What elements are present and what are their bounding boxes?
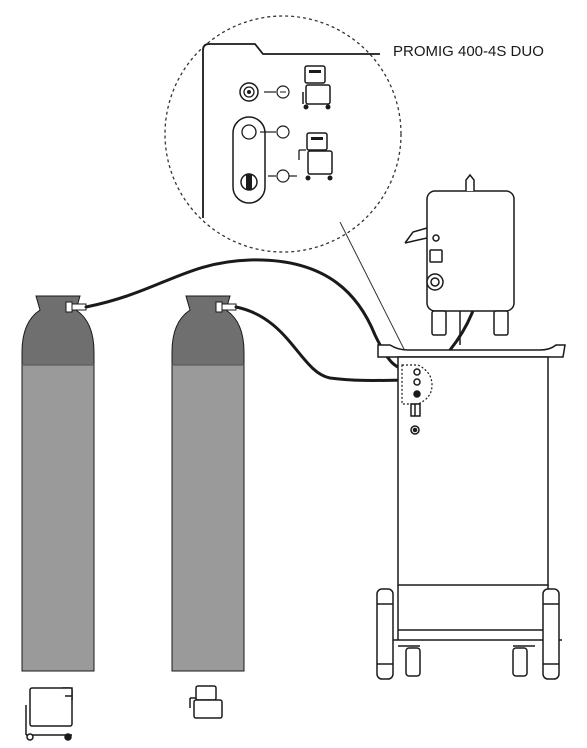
- gas-inlet-connector-icon: [239, 82, 259, 102]
- wire-feeder-icon: [298, 132, 333, 181]
- cart-wheel-right: [542, 588, 560, 680]
- connection-panel-icon: [232, 116, 266, 204]
- detail-callout: [164, 15, 413, 366]
- hose-left-cylinder: [84, 258, 414, 372]
- gas-cylinder-left-icon: [21, 295, 95, 672]
- gas-bottle-small-icon: [276, 85, 290, 99]
- wire-feeder-unit: [404, 173, 515, 345]
- cart-handle: [377, 344, 566, 358]
- welding-unit-with-cart-icon: [302, 65, 331, 110]
- gas-cylinder-right-icon: [171, 295, 245, 672]
- cart-unit-icon: [25, 687, 73, 741]
- feeder-unit-icon: [189, 685, 223, 719]
- welding-machine-cart: [376, 173, 566, 680]
- cart-wheel-left: [376, 588, 394, 680]
- callout-pointer: [339, 221, 413, 366]
- diagram-title: PROMIG 400-4S DUO: [393, 43, 544, 60]
- hose-right-cylinder: [234, 305, 414, 382]
